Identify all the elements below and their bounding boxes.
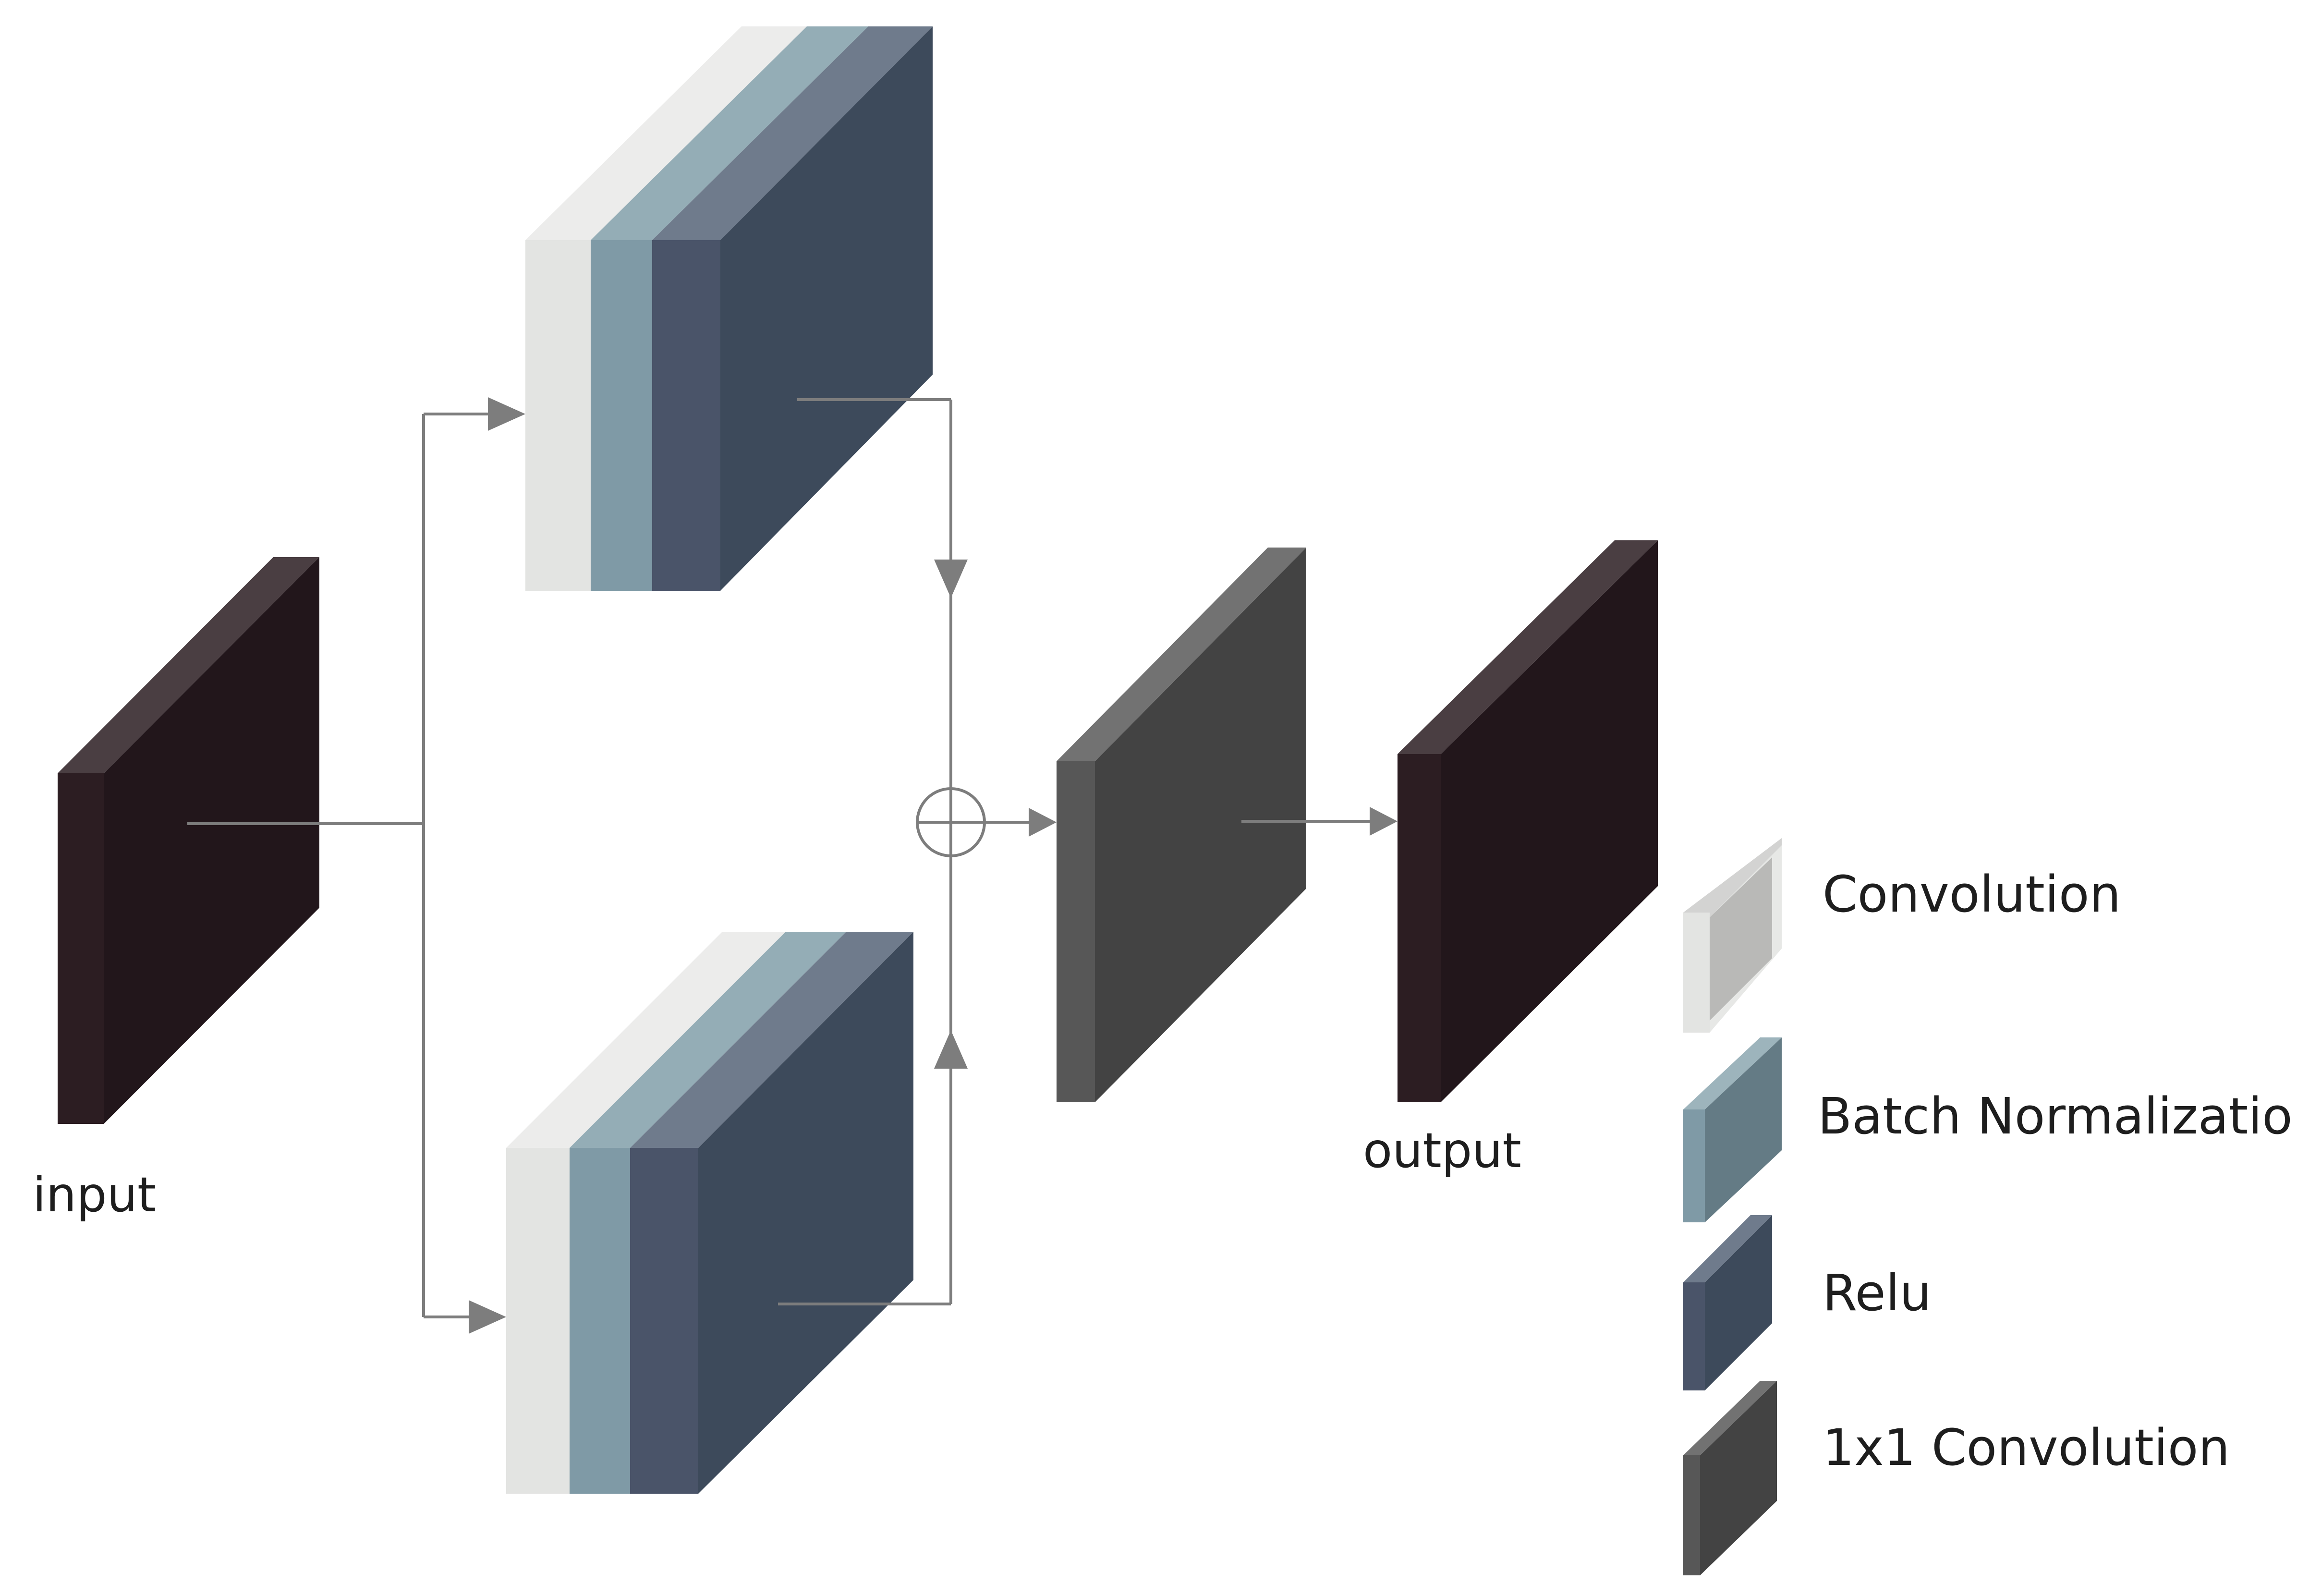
arrow-top-into-sum [934, 560, 968, 598]
conv1x1-tensor [1057, 548, 1306, 1102]
arrow-bottom-into-sum [934, 1030, 968, 1069]
conv1x1-swatch-icon [1683, 1381, 1777, 1575]
bottom-branch-block [506, 932, 913, 1494]
elementwise-sum-icon [916, 787, 986, 857]
connector-lines [187, 397, 1398, 1334]
legend: Convolution Batch Normalization Relu 1x1… [1683, 838, 2297, 1575]
legend-label-batch-normalization: Batch Normalization [1818, 1087, 2297, 1145]
input-tensor [58, 557, 319, 1124]
arrow-to-top-block [488, 397, 525, 431]
arrow-to-bottom-block [469, 1300, 506, 1334]
top-branch-block [525, 26, 933, 591]
output-tensor [1398, 540, 1658, 1102]
arrow-to-output [1370, 807, 1398, 836]
convolution-swatch-icon [1683, 838, 1782, 1033]
output-label: output [1363, 1122, 1521, 1179]
legend-label-relu: Relu [1823, 1264, 1931, 1322]
arrow-to-conv1x1 [1029, 808, 1057, 837]
batch-normalization-swatch-icon [1683, 1037, 1782, 1222]
relu-swatch-icon [1683, 1215, 1772, 1390]
input-label: input [33, 1167, 156, 1223]
legend-label-conv1x1: 1x1 Convolution [1823, 1418, 2230, 1477]
legend-label-convolution: Convolution [1823, 865, 2121, 924]
